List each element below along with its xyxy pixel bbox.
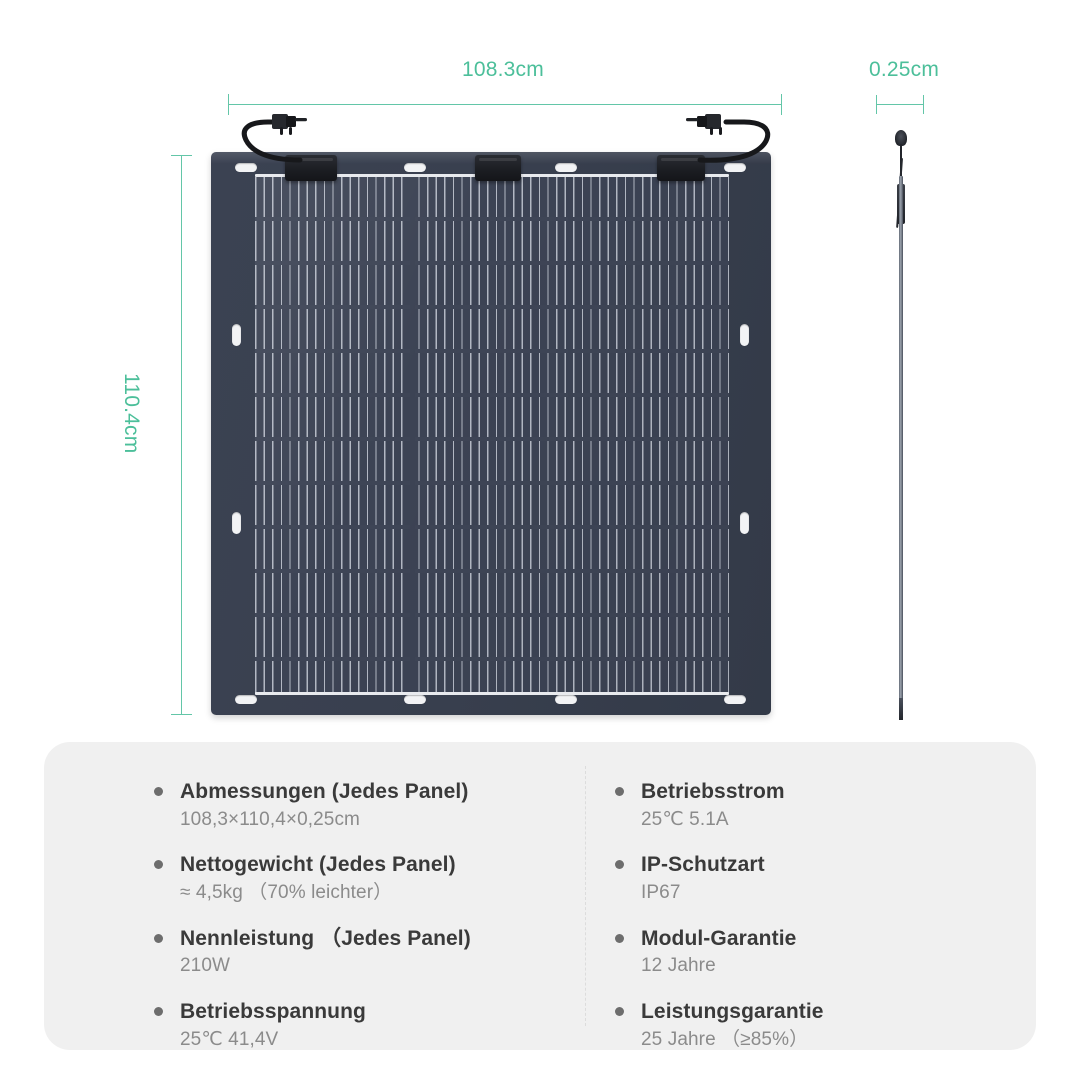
height-dimension-line (181, 155, 182, 715)
grommet-bottom-4 (724, 695, 746, 704)
bullet-icon (615, 1006, 624, 1016)
spec-title: Leistungsgarantie (641, 999, 824, 1023)
spec-title: Betriebsstrom (641, 780, 785, 803)
thickness-dimension-tick-right (923, 95, 924, 114)
spec-item-abmessungen: Abmessungen (Jedes Panel) 108,3×110,4×0,… (154, 778, 575, 833)
solar-panel-side-view (894, 118, 908, 720)
spec-title: IP-Schutzart (641, 853, 765, 877)
side-panel-body (899, 176, 903, 716)
mc4-connector-left (272, 114, 307, 135)
side-mc4-connector-icon (895, 130, 907, 146)
spec-title: Betriebsspannung (180, 999, 366, 1023)
side-panel-tip (899, 698, 903, 720)
grommet-bottom-3 (555, 695, 577, 704)
specifications-panel: Abmessungen (Jedes Panel) 108,3×110,4×0,… (44, 742, 1036, 1050)
grommet-left-2 (232, 512, 241, 534)
spec-value: IP67 (641, 882, 681, 904)
spec-value: 25 Jahre （≥85%） (641, 1028, 809, 1050)
spec-value: 108,3×110,4×0,25cm (180, 808, 360, 830)
spec-item-modul-garantie: Modul-Garantie 12 Jahre (615, 925, 1036, 980)
spec-item-nennleistung: Nennleistung （Jedes Panel) 210W (154, 925, 575, 980)
junction-box-3 (657, 155, 705, 181)
thickness-dimension-label: 0.25cm (869, 58, 940, 81)
grommet-left-1 (232, 324, 241, 346)
grommet-right-1 (740, 324, 749, 346)
width-dimension-tick-right (781, 94, 782, 115)
grommet-bottom-1 (235, 695, 257, 704)
bullet-icon (154, 787, 163, 796)
spec-value: ≈ 4,5kg （70% leichter） (180, 882, 393, 904)
spec-item-leistungsgarantie: Leistungsgarantie 25 Jahre （≥85%） (615, 998, 1036, 1053)
thickness-dimension-tick-left (876, 95, 877, 114)
cell-string-gaps (255, 177, 729, 694)
spec-title: Nettogewicht (Jedes Panel) (180, 853, 456, 877)
bullet-icon (615, 860, 624, 870)
spec-value: 25℃ 41,4V (180, 1028, 279, 1050)
spec-column-divider (585, 766, 586, 1026)
bullet-icon (154, 933, 163, 943)
cell-row-gaps (255, 177, 729, 694)
solar-cell-array (255, 177, 729, 694)
grommet-bottom-2 (404, 695, 426, 704)
width-dimension-line (228, 104, 782, 105)
spec-value: 210W (180, 955, 231, 977)
spec-column-right: Betriebsstrom 25℃ 5.1A IP-Schutzart IP67… (575, 742, 1036, 1050)
bullet-icon (615, 787, 624, 796)
spec-value: 12 Jahre (641, 955, 716, 977)
spec-title: Abmessungen (Jedes Panel) (180, 780, 469, 803)
mc4-connector-right (686, 114, 722, 135)
bullet-icon (154, 1006, 163, 1016)
spec-item-nettogewicht: Nettogewicht (Jedes Panel) ≈ 4,5kg （70% … (154, 851, 575, 906)
height-dimension-tick-top (171, 155, 192, 156)
height-dimension-label: 110.4cm (120, 373, 143, 454)
spec-title: Modul-Garantie (641, 926, 797, 950)
height-dimension-tick-bottom (171, 714, 192, 715)
junction-box-2 (475, 155, 521, 181)
grommet-top-1 (235, 163, 257, 172)
spec-item-ip-schutzart: IP-Schutzart IP67 (615, 851, 1036, 906)
thickness-dimension-line (876, 104, 924, 105)
bullet-icon (615, 933, 624, 943)
spec-value: 25℃ 5.1A (641, 808, 729, 830)
junction-box-1 (285, 155, 337, 181)
grommet-top-4 (724, 163, 746, 172)
spec-column-left: Abmessungen (Jedes Panel) 108,3×110,4×0,… (44, 742, 575, 1050)
spec-item-betriebsstrom: Betriebsstrom 25℃ 5.1A (615, 778, 1036, 833)
spec-item-betriebsspannung: Betriebsspannung 25℃ 41,4V (154, 998, 575, 1053)
busbar-bottom (255, 692, 729, 695)
spec-title: Nennleistung （Jedes Panel) (180, 926, 471, 950)
grommet-right-2 (740, 512, 749, 534)
bullet-icon (154, 860, 163, 870)
solar-panel-front-view (211, 152, 771, 715)
width-dimension-tick-left (228, 94, 229, 115)
grommet-top-2 (404, 163, 426, 172)
grommet-top-3 (555, 163, 577, 172)
width-dimension-label: 108.3cm (462, 58, 544, 81)
